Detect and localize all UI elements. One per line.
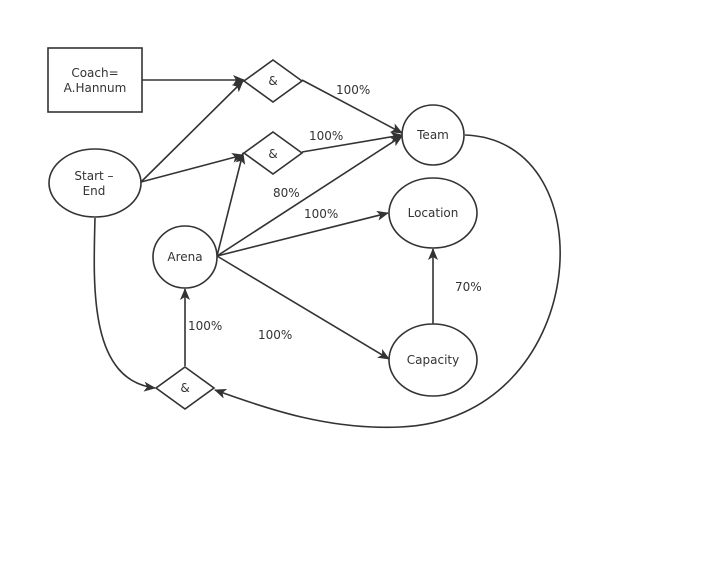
edge-arena-to-location	[216, 210, 389, 257]
label-arena-to-location: 100%	[304, 207, 338, 221]
node-arena: Arena	[152, 225, 218, 289]
label-arena-to-capacity: 100%	[258, 328, 292, 342]
node-coach: Coach= A.Hannum	[47, 47, 143, 113]
node-team: Team	[401, 104, 465, 166]
label-and-top-to-team: 100%	[336, 83, 370, 97]
edge-team-to-and-bottom	[214, 134, 561, 429]
node-and-bottom: &	[154, 366, 216, 410]
node-capacity: Capacity	[388, 323, 478, 397]
edge-arena-to-and-mid	[216, 152, 246, 257]
coach-label-line2: A.Hannum	[64, 81, 127, 95]
edge-start-to-and-bottom	[93, 217, 156, 392]
and-bottom-label: &	[180, 381, 189, 395]
edge-arena-to-team	[216, 135, 403, 257]
edges	[93, 75, 561, 429]
team-label: Team	[416, 128, 449, 142]
start-end-label-line1: Start –	[74, 169, 113, 183]
edge-arena-to-capacity	[216, 255, 390, 360]
start-end-label-line2: End	[83, 184, 106, 198]
and-top-label: &	[268, 74, 277, 88]
capacity-label: Capacity	[407, 353, 459, 367]
coach-label-line1: Coach=	[71, 66, 118, 80]
edge-start-to-and-mid	[140, 152, 244, 183]
edge-and-mid-to-team	[301, 131, 403, 153]
label-and-mid-to-team: 100%	[309, 129, 343, 143]
location-label: Location	[408, 206, 459, 220]
label-arena-to-team: 80%	[273, 186, 300, 200]
label-capacity-to-location: 70%	[455, 280, 482, 294]
node-and-top: &	[242, 59, 304, 103]
label-and-bottom-to-arena: 100%	[188, 319, 222, 333]
arena-label: Arena	[167, 250, 202, 264]
edge-and-top-to-team	[301, 79, 403, 134]
node-start-end: Start – End	[48, 148, 142, 218]
node-and-mid: &	[242, 131, 304, 175]
and-mid-label: &	[268, 147, 277, 161]
edge-labels: 100% 100% 80% 100% 70% 100% 100%	[188, 83, 482, 342]
node-location: Location	[388, 177, 478, 249]
edge-start-to-and-top	[140, 80, 244, 183]
